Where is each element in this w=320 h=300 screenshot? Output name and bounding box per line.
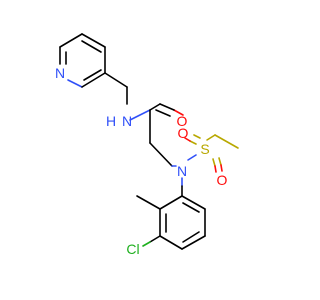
sulfonamide-nitrogen-label: N <box>177 163 187 179</box>
bond <box>184 137 191 142</box>
sulfonyl-oxygen-left-label: O <box>178 125 189 141</box>
bond <box>189 140 197 145</box>
pyridine-nitrogen-label: N <box>55 65 65 81</box>
bond <box>218 157 222 166</box>
bond <box>159 103 175 111</box>
bonds <box>59 33 239 250</box>
molecule-structure: N N H O N S O O Cl <box>55 33 239 257</box>
bond <box>159 235 183 250</box>
chlorine-label: Cl <box>126 241 139 257</box>
bond <box>173 109 184 116</box>
bond <box>220 164 223 172</box>
bond <box>81 33 106 48</box>
bond <box>149 235 161 243</box>
amide-hydrogen-label: H <box>106 113 116 129</box>
atom-labels: N N H O N S O O Cl <box>55 65 228 257</box>
bond <box>206 134 216 141</box>
bond <box>81 40 102 53</box>
bond <box>212 158 216 167</box>
bond <box>182 202 200 213</box>
bond <box>83 69 102 81</box>
bond <box>149 142 173 167</box>
bond <box>193 134 201 139</box>
bond <box>214 134 239 149</box>
carbonyl-oxygen-label: O <box>177 113 188 129</box>
bond <box>181 235 206 250</box>
bond <box>136 195 161 210</box>
bond <box>81 72 106 88</box>
bond <box>182 231 200 243</box>
bond <box>159 195 183 210</box>
bond <box>142 241 151 247</box>
bond <box>59 33 83 48</box>
amide-nitrogen-label: N <box>122 113 132 129</box>
bond <box>129 109 151 121</box>
bond <box>181 195 206 210</box>
bond <box>214 165 217 173</box>
sulfur-label: S <box>200 141 209 157</box>
bond <box>149 103 161 111</box>
bond <box>155 109 171 117</box>
bond <box>67 79 83 88</box>
bond <box>104 72 128 88</box>
bond <box>187 154 197 161</box>
sulfonyl-oxygen-bottom-label: O <box>217 172 228 188</box>
